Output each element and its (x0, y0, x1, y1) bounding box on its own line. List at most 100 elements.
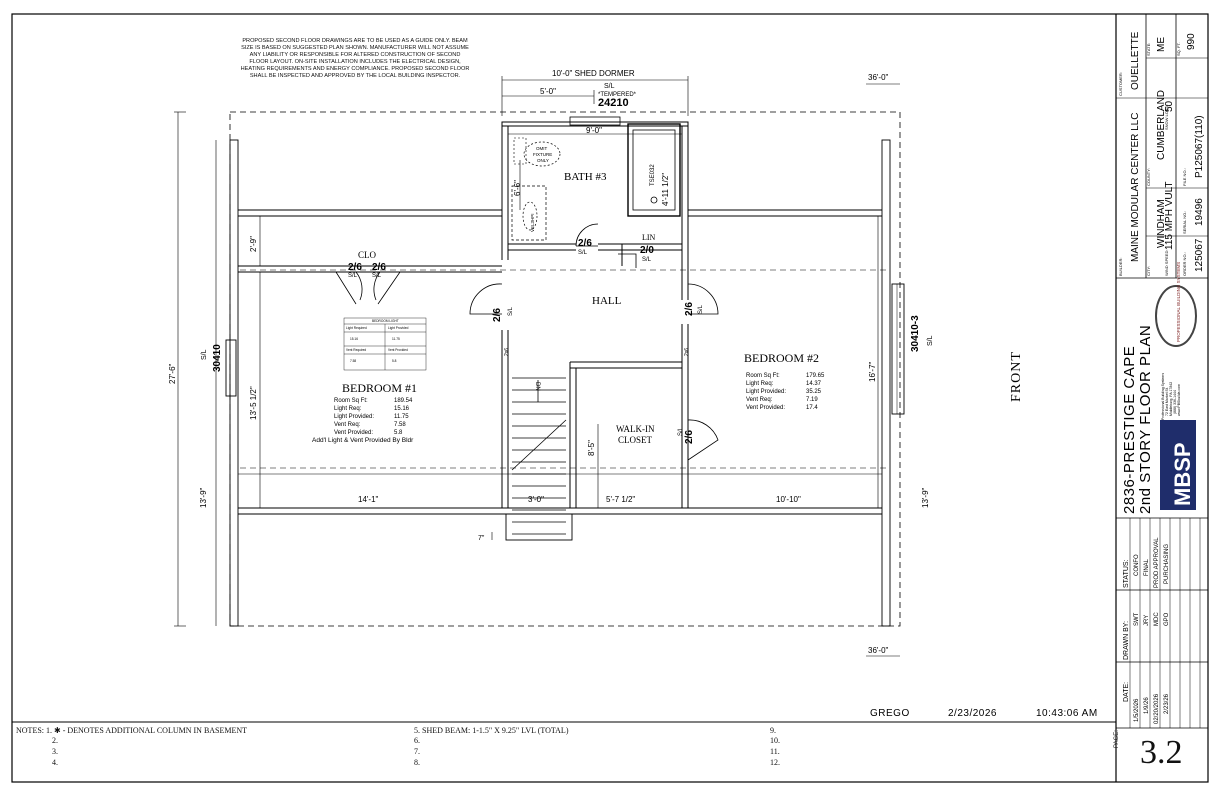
legend-title: BEDROOM LIGHT (372, 319, 399, 323)
light-vent-table (343, 317, 427, 371)
note-col1-0: NOTES: 1. ✱ - DENOTES ADDITIONAL COLUMN … (16, 726, 248, 735)
wind-label: WIND SPEED: (1164, 250, 1169, 276)
sqft-label: SQ. FT. (1176, 42, 1181, 56)
dimension-lines (174, 76, 900, 657)
front-label: FRONT (1009, 351, 1024, 402)
bedroom2-row3-label: Vent Req: (746, 397, 773, 403)
bedroom2-row4-label: Vent Provided: (746, 405, 785, 411)
bedroom1-row0-value: 189.54 (394, 398, 413, 404)
legend-r3c0: 7.58 (350, 359, 356, 363)
vanity-sink (522, 201, 538, 231)
bedroom2-row2-label: Light Provided: (746, 389, 786, 395)
drawn-0: SWT (1134, 612, 1140, 626)
plan-labels: 10'-0" SHED DORMER 5'-0" S/L *TEMPERED* … (168, 69, 1024, 655)
clo-door-2-sl: S/L (372, 273, 382, 279)
company-line-4: www.PBSbuilds.com (1177, 384, 1181, 416)
bedroom2-row1-value: 14.37 (806, 381, 822, 387)
state-value: ME (1156, 37, 1167, 52)
left-window-label: 30410 (212, 344, 223, 372)
bedroom2-row2-value: 35.25 (806, 389, 822, 395)
bath-depth-dim: 6'-6" (513, 180, 522, 196)
shed-dormer-dim: 10'-0" SHED DORMER (552, 69, 635, 78)
seg4-dim: 10'-10" (776, 495, 801, 504)
bedroom2-row1-label: Light Req: (746, 381, 774, 387)
bed1-door-sl: S/L (508, 306, 514, 316)
tub-dim: 4'-11 1/2" (661, 173, 670, 206)
logo-subtitle: PROFESSIONAL BUILDING SYSTEMS (1176, 262, 1181, 342)
drawn-label: DRAWN BY: (1123, 621, 1130, 660)
right-window (891, 283, 905, 415)
room-walkin-2: CLOSET (618, 435, 653, 445)
date-2: 02/20/2026 (1154, 693, 1160, 724)
clo-door-1: 2/6 (348, 262, 362, 273)
date-label: DATE: (1123, 682, 1130, 702)
company-line-1: 72 East Market St. (1165, 387, 1169, 416)
stair-wall-left: 2x6 (504, 348, 510, 356)
city-label: CITY: (1146, 266, 1151, 276)
county-value: CUMBERLAND (1156, 90, 1167, 160)
note-col3-1: 10. (770, 736, 780, 745)
dormer-window (569, 116, 621, 126)
bedroom1-row0-label: Room Sq Ft: (334, 398, 368, 404)
legend-r3c1: 5.8 (392, 359, 397, 363)
bedroom1-row4-value: 5.8 (394, 430, 403, 436)
tempered-note: *TEMPERED* (598, 92, 637, 98)
bedroom1-title: BEDROOM #1 (342, 381, 417, 395)
bath-door: 2/6 (578, 238, 592, 249)
file-value: P125067(110) (1194, 115, 1205, 178)
bedroom1-row2-value: 11.75 (394, 414, 409, 420)
sheet-border (11, 13, 1209, 783)
stair-offset-dim: 7" (478, 535, 485, 542)
walkin-door-sl: S/L (678, 426, 684, 436)
note-col2-0: 5. SHED BEAM: 1-1.5" X 9.25" LVL (TOTAL) (414, 726, 569, 735)
walkin-door: 2/6 (684, 430, 695, 444)
snow-label: SNOW LOAD: (1164, 104, 1169, 130)
plan-name-line-1: 2836-PRESTIGE CAPE (1121, 346, 1138, 514)
bedroom2-row4-value: 17.4 (806, 405, 818, 411)
left-gable-wall (229, 139, 239, 627)
status-0: CONFO (1134, 554, 1140, 576)
sqft-value: 990 (1186, 33, 1197, 50)
bed2-door-sl: S/L (698, 304, 704, 314)
plan-name-line-2: 2nd STORY FLOOR PLAN (1137, 325, 1154, 514)
bedroom1-row4-label: Vent Provided: (334, 430, 373, 436)
shower-drain (650, 196, 658, 204)
file-label: FILE NO.: (1182, 168, 1187, 186)
shower-unit (627, 123, 681, 217)
order-label: ORDER NO.: (1182, 252, 1187, 276)
bedroom1-row3-value: 7.58 (394, 422, 406, 428)
omit-fixture-1: OMIT (536, 146, 547, 151)
page-number: 3.2 (1140, 734, 1183, 771)
note-col2-3: 8. (414, 758, 420, 767)
company-line-3: (888) 336-1444 (1173, 390, 1177, 414)
bedroom2-depth-dim: 16'-7" (868, 361, 877, 382)
omit-fixture-3: ONLY (537, 158, 549, 163)
bedroom1-row3-label: Vent Req: (334, 422, 361, 428)
right-bottom-dim: 13'-9" (921, 487, 930, 508)
knee-left-dim: 2'-9" (249, 236, 258, 252)
title-block-text: BUILDER: MAINE MODULAR CENTER LLC CUSTOM… (1118, 31, 1205, 724)
room-bath: BATH #3 (564, 171, 607, 183)
note-col1-1: 2. (52, 736, 58, 745)
bed1-door: 2/6 (492, 308, 503, 322)
note-col2-1: 6. (414, 736, 420, 745)
note-col2-2: 7. (414, 747, 420, 756)
roof-outline (229, 111, 901, 627)
clo-door-2: 2/6 (372, 262, 386, 273)
right-window-sl: S/L (927, 335, 934, 346)
overall-left-dim: 27'-6" (168, 363, 177, 384)
bedroom1-row1-label: Light Req: (334, 406, 362, 412)
seg2-dim: 3'-0" (528, 495, 544, 504)
right-gable-wall (881, 139, 891, 627)
title-block (1116, 14, 1208, 729)
builder-value: MAINE MODULAR CENTER LLC (1130, 113, 1141, 262)
stair-wall-right: 2x6 (684, 348, 690, 356)
serial-label: SERIAL NO.: (1182, 211, 1187, 234)
bedroom2-row3-value: 7.19 (806, 397, 818, 403)
bottom-right-dim: 36'-0" (868, 646, 889, 655)
city-value: WINDHAM (1156, 199, 1167, 248)
door-swings (335, 223, 719, 461)
room-walkin-1: WALK-IN (616, 424, 655, 434)
mbsp-logo-box (1160, 420, 1196, 510)
status-2: PROD APPROVAL (1154, 537, 1160, 588)
